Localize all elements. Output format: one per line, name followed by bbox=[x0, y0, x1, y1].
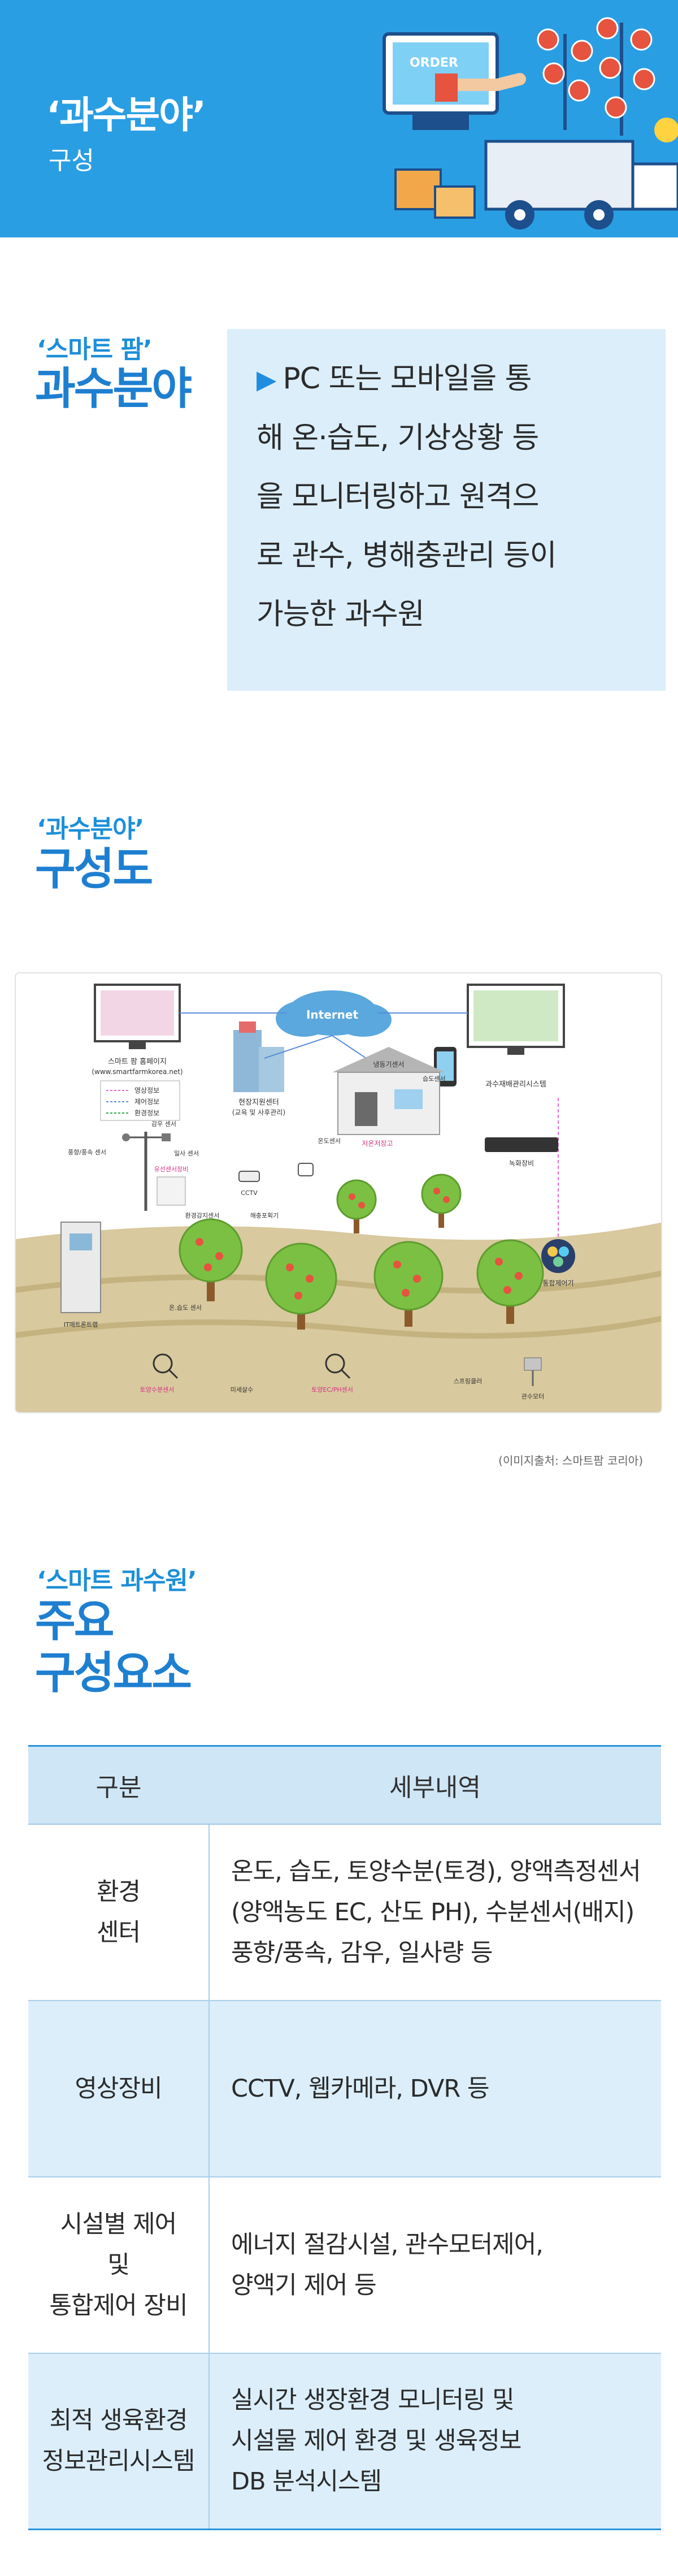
solar-sensor-label: 일사 센서 bbox=[174, 1149, 199, 1157]
soil-temp-label: 온․습도 센서 bbox=[169, 1304, 202, 1311]
env-sensor-label: 환경감지센서 bbox=[185, 1212, 220, 1219]
support-center-label: 현장지원센터 bbox=[238, 1098, 279, 1107]
micro-sprinkler-label: 미세살수 bbox=[231, 1386, 253, 1393]
dvr-icon bbox=[485, 1137, 558, 1152]
table-cell-category: 영상장비 bbox=[28, 2000, 210, 2177]
table-cell-details: 실시간 생장환경 모니터링 및 시설물 제어 환경 및 생육정보 DB 분석시스… bbox=[209, 2353, 661, 2530]
pump-icon bbox=[524, 1357, 542, 1386]
smartfarm-kicker: ‘스마트 팜’ bbox=[37, 335, 153, 364]
table-row: 영상장비 CCTV, 웹카메라, DVR 등 bbox=[28, 2000, 661, 2177]
legend-item: 환경정보 bbox=[134, 1109, 159, 1117]
system-diagram: Internet 스마트 팜 홈페이지 (www.smartfarmkorea.… bbox=[15, 972, 662, 1413]
table-cell-details: 에너지 절감시설, 관수모터제어, 양액기 제어 등 bbox=[209, 2176, 661, 2354]
portal-monitor-icon bbox=[94, 984, 181, 1049]
orchard-heading: 과수분야 bbox=[35, 363, 192, 414]
definition-box: ▶PC 또는 모바일을 통 해 온·습도, 기상상황 등 을 모니터링하고 원격… bbox=[227, 329, 666, 691]
composition-kicker: ‘과수분야’ bbox=[37, 815, 144, 843]
dvr-label: 녹화장비 bbox=[509, 1159, 534, 1167]
controller-label: 통합제어기 bbox=[542, 1279, 573, 1287]
internet-label: Internet bbox=[306, 1008, 358, 1021]
cloud-icon bbox=[276, 990, 392, 1037]
soil-moisture-label: 토양수분센서 bbox=[140, 1386, 175, 1393]
definition-line: 을 모니터링하고 원격으 bbox=[257, 480, 539, 514]
soil-ec-label: 토양EC/PH센서 bbox=[311, 1386, 353, 1393]
fruit-tree-icons bbox=[179, 1174, 544, 1330]
support-center-sub: (교육 및 사후관리) bbox=[232, 1109, 285, 1116]
table-row: 최적 생육환경 정보관리시스템 실시간 생장환경 모니터링 및 시설물 제어 환… bbox=[28, 2353, 661, 2530]
table-cell-details: CCTV, 웹카메라, DVR 등 bbox=[209, 2000, 661, 2177]
building-icon bbox=[233, 1021, 284, 1092]
sprinkler-label: 스프링클러 bbox=[454, 1378, 483, 1385]
triangle-bullet-icon: ▶ bbox=[257, 364, 276, 395]
legend-item: 제어정보 bbox=[134, 1098, 159, 1106]
weather-station-icon bbox=[60, 1222, 101, 1313]
table-cell-category: 환경 센터 bbox=[28, 1824, 210, 2001]
humidity-sensor-label: 습도센서 bbox=[423, 1075, 445, 1083]
table-cell-category: 시설별 제어 및 통합제어 장비 bbox=[28, 2176, 210, 2354]
cctv-icon bbox=[238, 1163, 314, 1182]
orchard-delivery-illustration: ORDER bbox=[383, 17, 678, 230]
rain-sensor-label: 감우 센서 bbox=[151, 1120, 176, 1128]
svg-text:ORDER: ORDER bbox=[410, 56, 458, 70]
wired-sensor-label: 유선센서장비 bbox=[154, 1166, 189, 1173]
cctv-label: CCTV bbox=[241, 1189, 258, 1197]
weather-station-label: IT매트론트랩 bbox=[64, 1321, 98, 1328]
control-house-icon bbox=[332, 1047, 445, 1135]
definition-line: 가능한 과수원 bbox=[257, 598, 425, 631]
storage-label: 저온저장고 bbox=[362, 1140, 393, 1148]
components-heading: 주요 구성요소 bbox=[35, 1596, 192, 1699]
smart-orchard-kicker: ‘스마트 과수원’ bbox=[37, 1566, 197, 1595]
trap-label: 해충포획기 bbox=[250, 1211, 279, 1219]
management-monitor-icon bbox=[467, 984, 565, 1055]
controller-icon bbox=[541, 1239, 575, 1273]
table-header-details: 세부내역 bbox=[209, 1745, 661, 1825]
definition-line: 로 관수, 병해충관리 등이 bbox=[257, 539, 557, 573]
house-label: 냉동기센서 bbox=[373, 1060, 404, 1068]
table-row: 환경 센터 온도, 습도, 토양수분(토경), 양액측정센서 (양액농도 EC,… bbox=[28, 1824, 661, 2001]
definition-line: 해 온·습도, 기상상황 등 bbox=[257, 421, 539, 455]
table-header-row: 구분 세부내역 bbox=[28, 1745, 661, 1825]
image-source-caption: (이미지출처: 스마트팜 코리아) bbox=[498, 1454, 643, 1467]
table-row: 시설별 제어 및 통합제어 장비 에너지 절감시설, 관수모터제어, 양액기 제… bbox=[28, 2176, 661, 2354]
wind-sensor-label: 풍향/풍속 센서 bbox=[68, 1149, 106, 1156]
hero-banner: ‘과수분야’ 구성 ORDER bbox=[0, 0, 678, 237]
legend-item: 영상정보 bbox=[134, 1086, 159, 1094]
portal-label: 스마트 팜 홈페이지 bbox=[108, 1058, 167, 1066]
magnifier-icon bbox=[153, 1353, 351, 1379]
components-table: 구분 세부내역 환경 센터 온도, 습도, 토양수분(토경), 양액측정센서 (… bbox=[28, 1745, 661, 2530]
anemometer-icon bbox=[122, 1133, 130, 1141]
banner-subtitle: 구성 bbox=[49, 146, 94, 175]
definition-line: ▶PC 또는 모바일을 통 bbox=[257, 362, 532, 396]
composition-heading: 구성도 bbox=[35, 844, 153, 895]
temp-sensor-label: 온도센서 bbox=[318, 1137, 341, 1145]
table-header-category: 구분 bbox=[28, 1745, 209, 1825]
table-cell-category: 최적 생육환경 정보관리시스템 bbox=[28, 2353, 210, 2530]
banner-title: ‘과수분야’ bbox=[46, 93, 206, 137]
table-cell-details: 온도, 습도, 토양수분(토경), 양액측정센서 (양액농도 EC, 산도 PH… bbox=[209, 1824, 661, 2001]
management-system-label: 과수재배관리시스템 bbox=[485, 1080, 546, 1089]
pump-label: 관수모터 bbox=[521, 1393, 544, 1400]
portal-url: (www.smartfarmkorea.net) bbox=[92, 1068, 182, 1076]
